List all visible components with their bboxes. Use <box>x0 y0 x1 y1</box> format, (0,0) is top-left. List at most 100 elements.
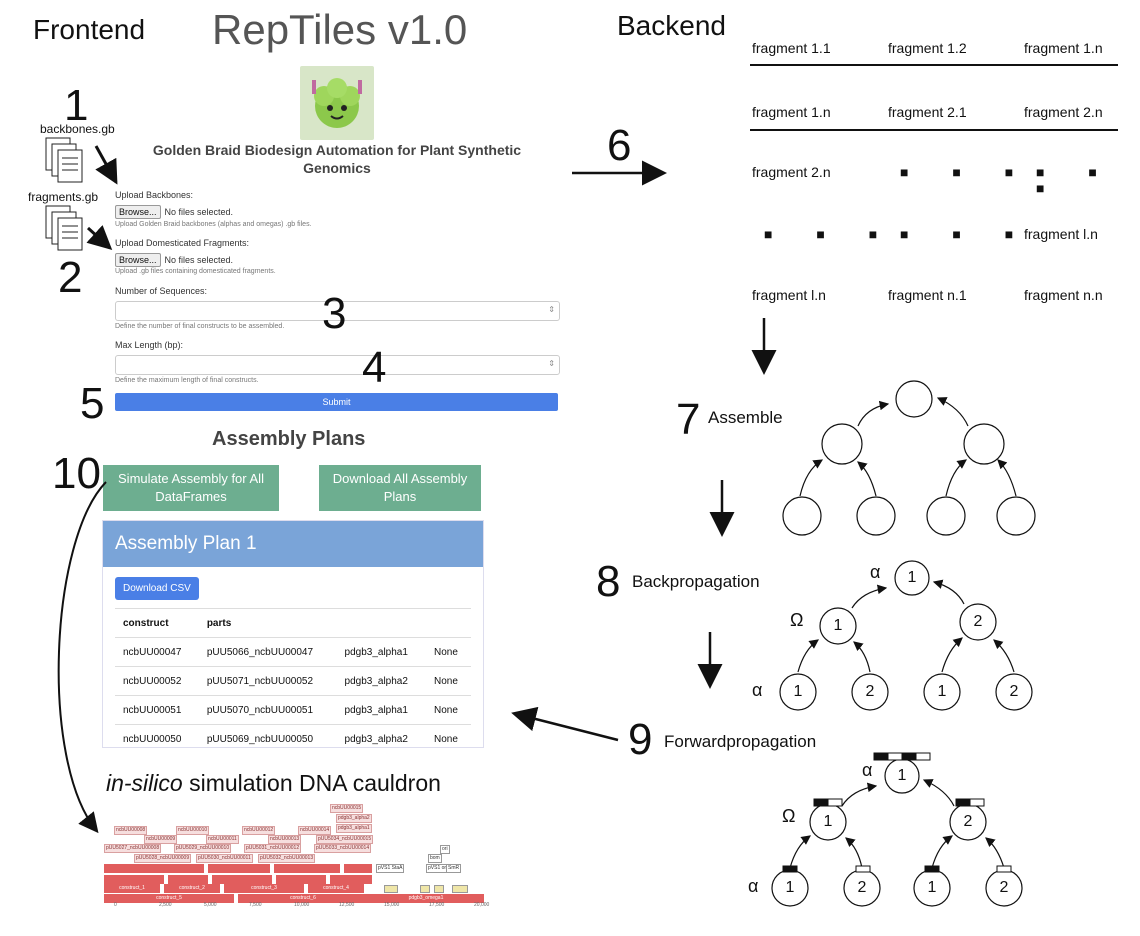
feature-tag: ncbUU00008 <box>114 826 148 835</box>
axis-tick-label: 5,000 <box>204 902 217 908</box>
feature-block <box>420 885 430 893</box>
app-subtitle: Golden Braid Biodesign Automation for Pl… <box>152 142 522 177</box>
download-csv-button[interactable]: Download CSV <box>115 577 199 600</box>
step-label-1: 1 <box>64 81 89 130</box>
max-length-label: Max Length (bp): <box>115 340 184 350</box>
ellipsis-marker: ■ ■ ■ <box>764 226 898 242</box>
feature-tag: ncbUU00014 <box>298 826 332 835</box>
tree-assemble <box>782 380 1036 536</box>
node-label: 1 <box>927 879 937 896</box>
arrow <box>94 145 118 185</box>
table-cell: pUU5071_ncbUU00052 <box>198 666 337 696</box>
axis-tick-label: 17,500 <box>429 902 445 908</box>
tree-node <box>963 423 1005 465</box>
simulation-title-rest: simulation DNA cauldron <box>182 770 441 796</box>
step-label-8: 8 <box>596 557 621 606</box>
table-cell: pUU5069_ncbUU00050 <box>198 724 337 747</box>
table-cell <box>426 608 471 638</box>
max-length-input[interactable]: ⇕ <box>115 355 560 375</box>
axis-tick-label: 12,500 <box>339 902 355 908</box>
table-cell: pdgb3_alpha1 <box>336 695 426 725</box>
upload-backbones-label: Upload Backbones: <box>115 190 194 200</box>
step-label-7: 7 <box>676 395 701 444</box>
axis-tick-label: 10,000 <box>294 902 310 908</box>
fragment-cell: fragment n.n <box>1024 287 1103 303</box>
alpha-label: α <box>748 876 759 896</box>
tree-node <box>819 607 857 645</box>
upload-fragments-control[interactable]: Browse... No files selected. <box>115 253 233 267</box>
feature-tag: ori <box>440 845 450 854</box>
backend-heading: Backend <box>617 10 726 41</box>
stepper-icon[interactable]: ⇕ <box>548 359 555 368</box>
grid-divider <box>750 64 1118 66</box>
table-cell: ncbUU00047 <box>115 637 199 667</box>
table-cell <box>336 608 426 638</box>
step-label-5: 5 <box>80 379 105 428</box>
table-cell: pUU5070_ncbUU00051 <box>198 695 337 725</box>
fragments-file-label: fragments.gb <box>28 190 99 204</box>
fragment-cell: fragment l.n <box>752 287 826 303</box>
feature-block <box>452 885 468 893</box>
upload-backbones-control[interactable]: Browse... No files selected. <box>115 205 233 219</box>
feature-tag: pUU5031_ncbUU00012 <box>244 844 302 853</box>
table-cell: None <box>426 666 471 696</box>
feature-tag: SmR <box>446 864 462 873</box>
submit-button[interactable]: Submit <box>115 393 558 411</box>
feature-tag: pUU5033_ncbUU00014 <box>314 844 372 853</box>
table-cell: pUU5066_ncbUU00047 <box>198 637 337 667</box>
document-stack-icon <box>45 205 83 251</box>
feature-tag: pUU5029_ncbUU00010 <box>174 844 232 853</box>
dna-bar <box>104 875 164 884</box>
fragment-cell: fragment 1.n <box>752 104 831 120</box>
feature-tag: ncbUU00011 <box>206 835 239 844</box>
fragment-cell: fragment 2.n <box>1024 104 1103 120</box>
fragments-file-status: No files selected. <box>164 255 234 265</box>
fragment-cell: fragment 2.n <box>752 164 831 180</box>
arrow <box>57 481 107 834</box>
table-cell: construct <box>115 608 199 638</box>
feature-tag: pUU5034_ncbUU00015 <box>316 835 374 844</box>
dna-bar <box>208 864 270 873</box>
feature-tag: ncbUU00010 <box>176 826 210 835</box>
dna-bar: construct_6 <box>238 894 368 903</box>
table-cell: ncbUU00052 <box>115 666 199 696</box>
step-label-10: 10 <box>52 449 101 498</box>
axis-tick-label: 2,500 <box>159 902 172 908</box>
assemble-label: Assemble <box>708 408 783 427</box>
feature-tag: pdgb3_alpha1 <box>336 824 372 833</box>
node-label: 2 <box>1009 683 1019 700</box>
download-all-plans-button[interactable]: Download All Assembly Plans <box>319 465 481 511</box>
feature-tag: ncbUU00012 <box>242 826 276 835</box>
num-sequences-input[interactable]: ⇕ <box>115 301 560 321</box>
node-label: 2 <box>999 879 1009 896</box>
node-label: 1 <box>907 569 917 586</box>
fragment-cell: fragment n.1 <box>888 287 967 303</box>
node-label: 2 <box>865 683 875 700</box>
stepper-icon[interactable]: ⇕ <box>548 305 555 314</box>
backbones-file-label: backbones.gb <box>40 122 115 136</box>
ellipsis-marker: ■ ■ ■ <box>1036 164 1117 196</box>
ellipsis-marker: ■ ■ ■ <box>900 164 1034 180</box>
browse-fragments-button[interactable]: Browse... <box>115 253 161 267</box>
simulation-title: in-silico simulation DNA cauldron <box>106 770 441 797</box>
dna-bar <box>276 875 326 884</box>
num-sequences-label: Number of Sequences: <box>115 286 208 296</box>
axis-tick-label: 7,500 <box>249 902 262 908</box>
simulate-assembly-button[interactable]: Simulate Assembly for All DataFrames <box>103 465 279 511</box>
node-label: 1 <box>897 767 907 784</box>
axis-tick-label: 20,000 <box>474 902 490 908</box>
dna-bar <box>168 875 208 884</box>
table-cell: pdgb3_alpha2 <box>336 666 426 696</box>
feature-tag: ncbUU00015 <box>330 804 364 813</box>
step-label-9: 9 <box>628 715 653 764</box>
table-cell: None <box>426 637 471 667</box>
backbones-file-status: No files selected. <box>164 207 234 217</box>
dna-bar: construct_5 <box>104 894 234 903</box>
browse-backbones-button[interactable]: Browse... <box>115 205 161 219</box>
